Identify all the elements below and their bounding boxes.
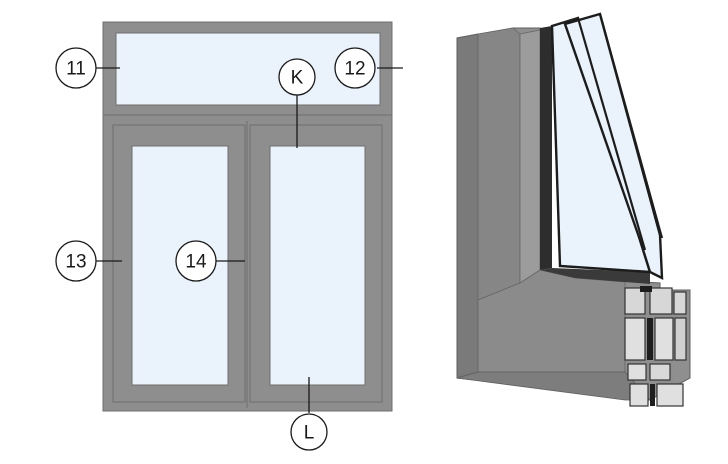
profile-section [456,12,691,407]
section-chamber-1 [624,287,646,315]
callout-l-label: L [304,423,315,444]
section-thermal-break [647,318,653,360]
callout-14: 14 [175,240,217,282]
section-chamber-2 [649,287,673,315]
section-chamber-10 [656,383,684,407]
section-chamber-8 [649,363,671,381]
callout-l: L [290,413,328,451]
profile-inner-face [477,27,521,301]
callout-12-label: 12 [344,59,365,80]
section-chamber-6 [674,317,687,361]
callouts: 11 12 K 13 14 L [55,47,376,451]
callout-k: K [278,58,316,96]
leader-lines [96,67,403,413]
callout-13-label: 13 [65,252,86,273]
profile-sash-face [519,29,541,284]
window-elevation [102,21,393,412]
glass-edge-1 [576,17,647,251]
callout-12: 12 [334,47,376,89]
section-chamber-7 [627,363,647,381]
section-chamber-9 [629,383,649,407]
callout-11-label: 11 [66,59,86,80]
callout-k-label: K [291,68,304,89]
profile-bottom-lip [456,371,651,401]
callout-14-label: 14 [185,252,207,273]
section-chamber-3 [673,291,687,315]
section-gasket [640,286,652,292]
section-thermal-break-2 [650,384,655,406]
right-sash-outline [249,124,383,403]
section-chamber-4 [624,317,646,361]
glazing-bead [540,26,552,270]
callout-13: 13 [55,240,97,282]
section-chamber-5 [654,317,674,361]
callout-11: 11 [55,47,97,89]
glazing-bead-bottom [540,268,650,284]
profile-left-face [456,33,479,379]
glass-edge-2 [598,13,664,239]
right-sash-glass [269,145,366,386]
left-sash-outline [112,124,246,403]
